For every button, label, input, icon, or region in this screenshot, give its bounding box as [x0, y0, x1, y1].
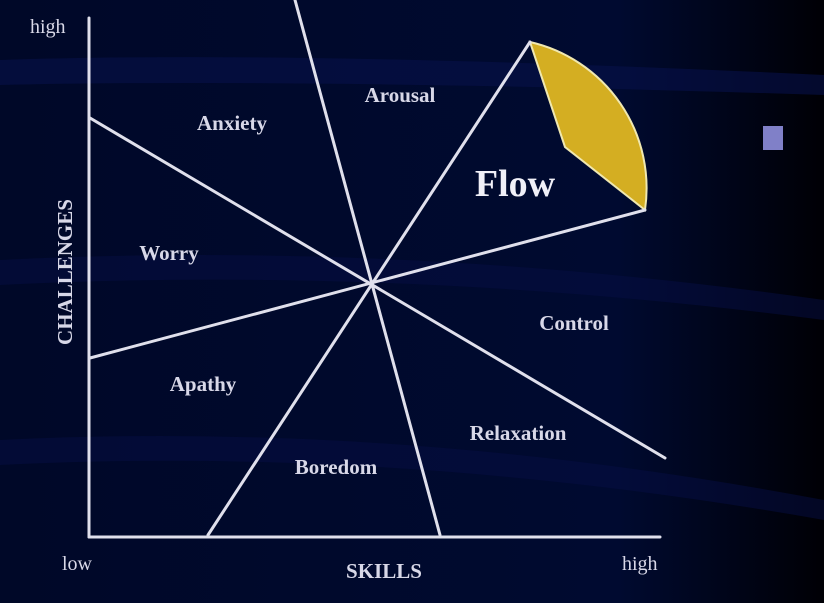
y-axis-title: CHALLENGES	[53, 199, 77, 345]
flow-highlight-segment	[528, 40, 648, 212]
divider-line	[88, 116, 667, 460]
region-arousal: Arousal	[365, 83, 436, 107]
y-high-label: high	[30, 16, 66, 38]
region-flow: Flow	[475, 163, 556, 205]
region-apathy: Apathy	[170, 372, 237, 396]
x-high-label: high	[622, 553, 658, 575]
background-wave	[0, 255, 824, 320]
background-wave	[0, 57, 824, 95]
region-control: Control	[539, 311, 609, 335]
divider-line	[88, 208, 647, 360]
x-low-label: low	[62, 553, 93, 575]
region-relaxation: Relaxation	[470, 421, 567, 445]
background-wave	[0, 436, 824, 520]
region-worry: Worry	[139, 241, 199, 265]
divider-line	[293, 0, 442, 537]
slide-marker	[763, 126, 783, 150]
region-boredom: Boredom	[295, 455, 378, 479]
divider-line	[206, 40, 532, 537]
region-anxiety: Anxiety	[197, 111, 267, 135]
x-axis-title: SKILLS	[346, 559, 422, 583]
